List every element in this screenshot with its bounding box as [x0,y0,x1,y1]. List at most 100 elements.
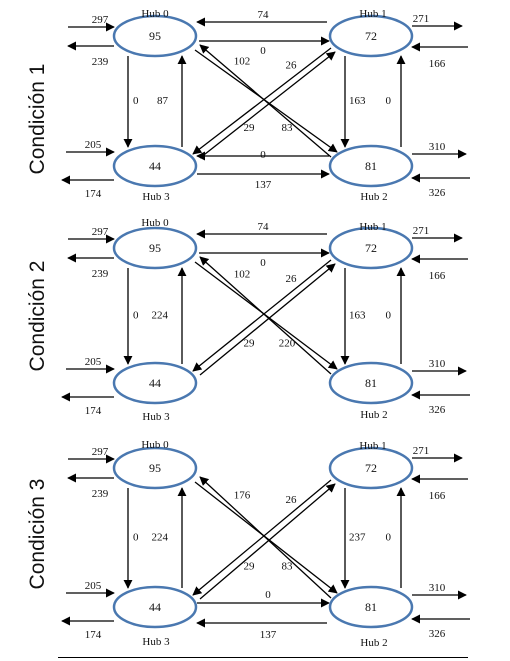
c2-hub3-name: Hub 3 [142,411,170,423]
c1-flow-h3-h1-arrow [199,51,336,159]
c1-hub3-name: Hub 3 [142,191,170,203]
c1-hub1-in-label: 166 [429,58,446,70]
c3-hub1-value: 72 [365,461,377,475]
c3-hub1-in-label: 166 [429,490,446,502]
c3-hub3-name: Hub 3 [142,636,170,648]
c2-hub2-in-label: 326 [429,404,446,416]
c2-hub1-node [328,226,414,270]
c3-flow-h3-h2-label: 0 [265,589,271,601]
c1-hub2-out-label: 310 [429,141,446,153]
c3-hub1-node [328,446,414,490]
c1-hub0-node [112,14,198,58]
c3-hub1-out-label: 271 [413,445,430,457]
c2-flow-h2-h0-label: 220 [279,338,296,350]
c2-hub2-node [328,361,414,405]
bottom-rule [58,657,468,658]
c2-flow-h1-h2-label: 163 [349,310,366,322]
c1-hub3-in-label: 205 [85,139,102,151]
c3-flow-h2-h0-arrow [199,476,332,599]
c3-hub1-name: Hub 1 [359,440,386,452]
c1-hub1-out-label: 271 [413,13,430,25]
c3-hub2-in-label: 326 [429,628,446,640]
c2-hub0-name: Hub 0 [141,217,169,229]
c2-flow-h1-h0-label: 74 [258,221,270,233]
c1-flow-h2-h0-label: 83 [282,122,294,134]
c2-hub0-in-label: 297 [92,226,109,238]
c2-hub3-node [112,361,198,405]
c1-flow-h0-h1-label: 0 [260,45,266,57]
c1-hub2-name: Hub 2 [360,191,387,203]
c3-hub0-value: 95 [149,461,161,475]
c1-flow-h0-h2-label: 102 [234,56,251,68]
c3-hub3-out-label: 174 [85,629,102,641]
c1-hub1-value: 72 [365,29,377,43]
c2-hub2-out-label: 310 [429,358,446,370]
c3-hub3-in-label: 205 [85,580,102,592]
c3-hub0-out-label: 239 [92,488,109,500]
c1-flow-h1-h0-label: 74 [258,9,270,21]
c3-hub2-out-label: 310 [429,582,446,594]
c2-hub0-node [112,226,198,270]
c1-hub2-node [328,144,414,188]
c1-hub3-node [112,144,198,188]
c1-hub3-value: 44 [149,159,161,173]
c2-flow-h0-h3-label: 0 [133,310,139,322]
c3-hub0-name: Hub 0 [141,439,169,451]
c1-flow-h1-h3-arrow [192,47,332,155]
c3-flow-h2-h1-label: 0 [386,532,392,544]
c2-flow-h3-h1-arrow [199,263,336,376]
c1-hub0-out-label: 239 [92,56,109,68]
c3-flow-h1-h2-label: 237 [349,532,366,544]
c2-flow-h3-h0-label: 224 [152,310,169,322]
c1-flow-h3-h2-label: 137 [255,179,272,191]
c3-flow-h0-h3-label: 0 [133,532,139,544]
c2-flow-h3-h1-label: 29 [244,338,256,350]
c3-hub2-node [328,585,414,629]
c2-flow-h2-h1-label: 0 [386,310,392,322]
c1-hub0-value: 95 [149,29,161,43]
c3-hub2-name: Hub 2 [360,637,387,649]
c3-flow-h1-h3-label: 26 [286,494,298,506]
c2-hub2-value: 81 [365,376,377,390]
c3-hub2-value: 81 [365,600,377,614]
c2-hub3-out-label: 174 [85,405,102,417]
c1-hub1-node [328,14,414,58]
c3-hub3-node [112,585,198,629]
c2-hub0-out-label: 239 [92,268,109,280]
c3-flow-h3-h1-arrow [199,483,336,600]
c2-hub3-in-label: 205 [85,356,102,368]
c2-hub0-value: 95 [149,241,161,255]
c3-hub0-node [112,446,198,490]
c1-flow-h3-h1-label: 29 [244,122,256,134]
c2-flow-h0-h1-label: 0 [260,257,266,269]
c3-flow-h2-h0-label: 83 [282,560,294,572]
c1-flow-h2-h0-arrow [199,44,332,158]
c1-hub0-name: Hub 0 [141,8,169,20]
c1-flow-h1-h3-label: 26 [286,60,298,72]
c1-flow-h1-h2-label: 163 [349,95,366,107]
c3-flow-h3-h0-label: 224 [152,532,169,544]
c3-flow-h2-h3-label: 137 [260,629,277,641]
c2-hub2-name: Hub 2 [360,409,387,421]
c2-flow-h1-h3-label: 26 [286,273,298,285]
c3-hub0-in-label: 297 [92,446,109,458]
c1-flow-h0-h3-label: 0 [133,95,139,107]
c1-hub2-value: 81 [365,159,377,173]
c3-flow-h1-h3-arrow [192,479,332,596]
c1-hub2-in-label: 326 [429,187,446,199]
c2-hub1-in-label: 166 [429,270,446,282]
c1-hub1-name: Hub 1 [359,8,386,20]
c2-hub3-value: 44 [149,376,161,390]
c2-flow-h1-h3-arrow [192,259,332,372]
c2-hub1-value: 72 [365,241,377,255]
c1-hub3-out-label: 174 [85,188,102,200]
c1-flow-h2-h3-label: 0 [260,149,266,161]
c2-hub1-out-label: 271 [413,225,430,237]
c1-flow-h2-h1-label: 0 [386,95,392,107]
c3-flow-h3-h1-label: 29 [244,560,256,572]
c3-flow-h0-h2-label: 176 [234,490,251,502]
c3-hub3-value: 44 [149,600,161,614]
c1-hub0-in-label: 297 [92,14,109,26]
